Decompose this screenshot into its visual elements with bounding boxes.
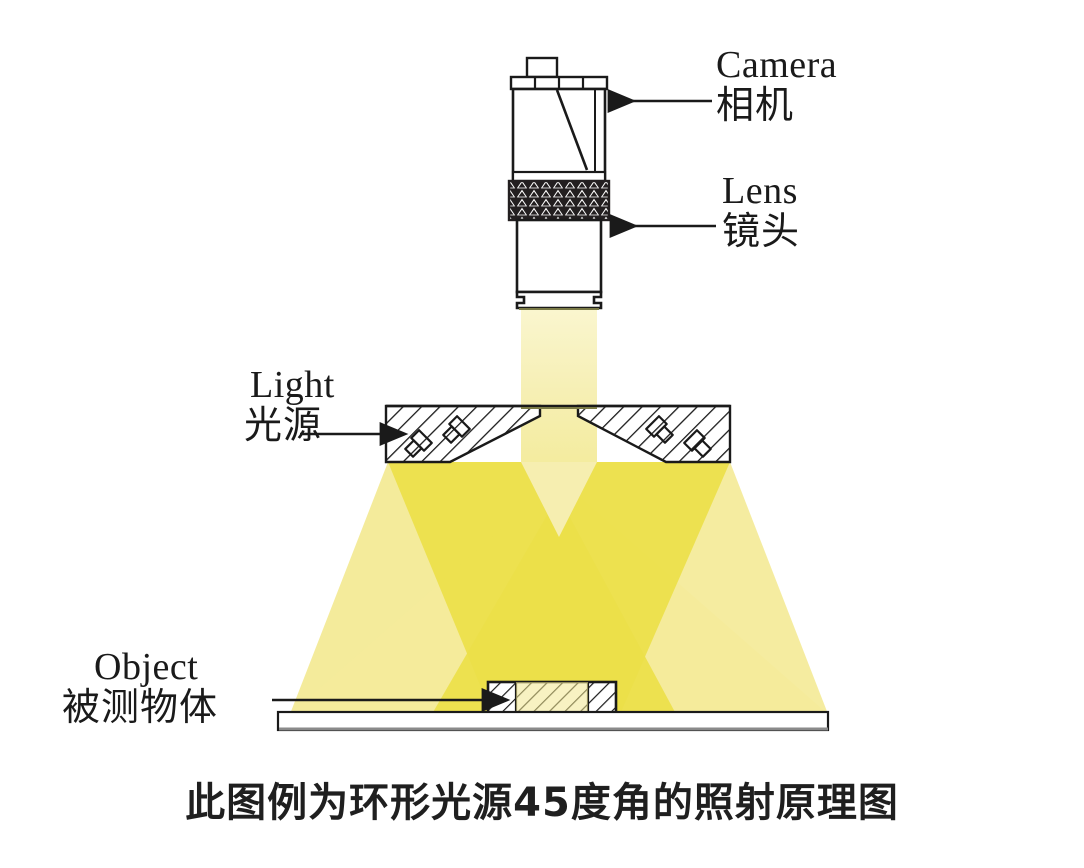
camera-fov-column (521, 308, 597, 462)
lens-front-flange (515, 290, 603, 310)
led-emitter-group-left (404, 415, 471, 458)
label-object: Object 被测物体 (62, 648, 218, 726)
label-object-cn: 被测物体 (62, 685, 219, 729)
label-lens-en: Lens (722, 170, 798, 212)
camera-assembly[interactable] (507, 56, 611, 310)
light-beams (290, 308, 828, 714)
light-housing[interactable] (384, 404, 732, 464)
label-object-en: Object (94, 646, 199, 688)
led-emitter-tip (693, 439, 712, 458)
label-lens: Lens 镜头 (722, 172, 800, 250)
figure-caption: 此图例为环形光源45度角的照射原理图 (185, 780, 899, 826)
camera-internal-diagonal (555, 89, 589, 171)
label-camera-en: Camera (716, 44, 838, 86)
led-emitter-tip (404, 439, 423, 458)
label-light-en: Light (250, 364, 335, 406)
label-camera-cn: 相机 (716, 83, 795, 127)
led-emitter-tip (655, 425, 674, 444)
label-camera: Camera 相机 (716, 46, 837, 124)
led-emitter-group-right (645, 415, 712, 458)
lens-barrel (515, 218, 603, 294)
knurled-focus-ring[interactable] (507, 179, 611, 222)
camera-body-base (511, 170, 607, 183)
beam-right-core (432, 462, 730, 714)
label-lens-cn: 镜头 (722, 209, 801, 253)
camera-body (511, 87, 607, 183)
camera-fov-taper (521, 462, 597, 537)
leader-lines (272, 89, 716, 712)
base-plate (276, 710, 830, 732)
led-emitter-tip (442, 425, 461, 444)
label-light: Light 光源 (244, 366, 335, 444)
object-lit-overlay (516, 682, 588, 714)
camera-connector (525, 56, 559, 79)
label-light-cn: 光源 (244, 403, 323, 447)
